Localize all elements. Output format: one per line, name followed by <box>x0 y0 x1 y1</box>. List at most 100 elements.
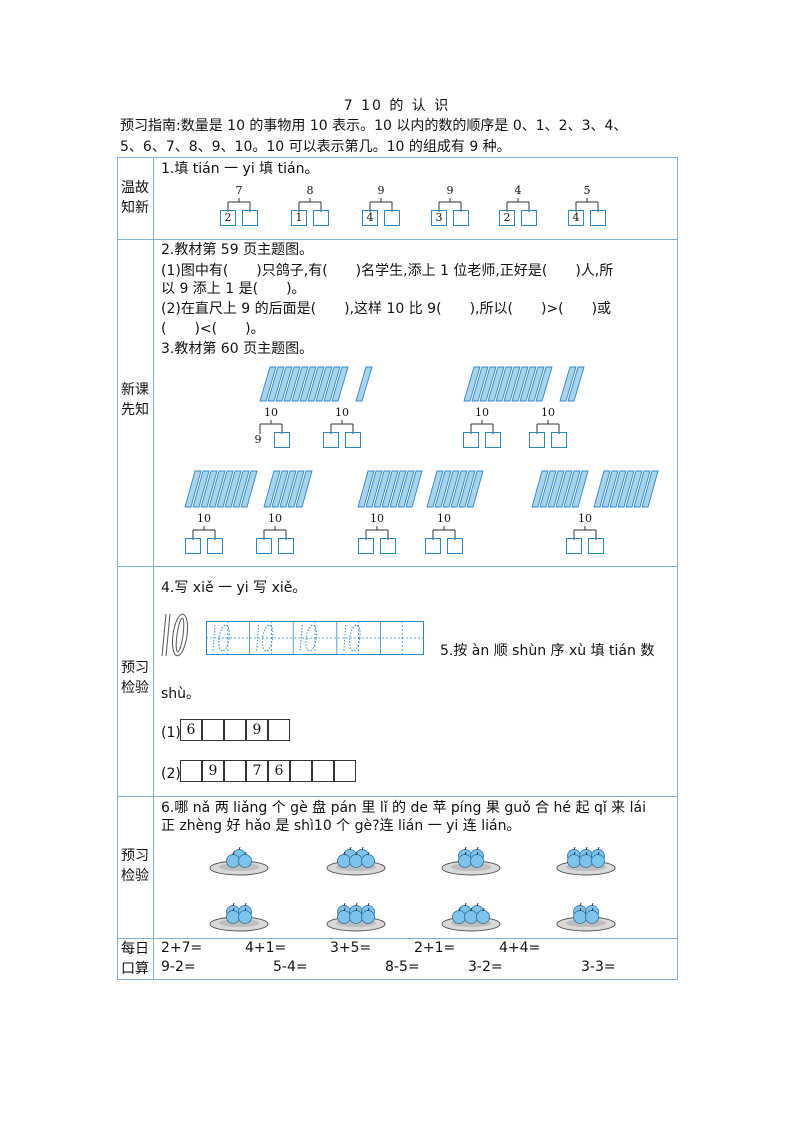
seq2-cell-5: 6 <box>268 760 290 782</box>
q1-heading: 1.填 tián 一 yi 填 tián。 <box>161 161 319 177</box>
seq1-cell-5[interactable] <box>268 719 290 741</box>
q3-g2-a-connector <box>470 420 494 434</box>
q3-g3-a-part-right[interactable] <box>207 538 223 554</box>
mental-row1-item-3: 3+5= <box>330 940 372 956</box>
seq2-cell-1[interactable] <box>180 760 202 782</box>
seq2-cell-3[interactable] <box>224 760 246 782</box>
q2-line-1: (1)图中有()只鸽子,有()名学生,添上 1 位老师,正好是()人,所 <box>161 263 614 279</box>
q3-g2-a-part-right[interactable] <box>485 432 501 448</box>
q1-item-5-part-right[interactable] <box>521 210 537 226</box>
row-label-check-1: 预习检验 <box>121 660 149 696</box>
seq1-cell-3[interactable] <box>224 719 246 741</box>
q5-heading-cont: shù。 <box>161 686 201 702</box>
q3-g4-b-part-right[interactable] <box>447 538 463 554</box>
q3-g5-a-connector <box>573 526 597 540</box>
sticks-group-5b <box>593 470 659 508</box>
guide-line-1: 预习指南:数量是 10 的事物用 10 表示。10 以内的数的顺序是 0、1、2… <box>120 118 628 134</box>
row-label-check-2: 预习检验 <box>121 848 149 884</box>
q1-item-5-whole: 4 <box>514 184 522 197</box>
q2-heading: 2.教材第 59 页主题图。 <box>161 242 314 258</box>
q2-line-4: ()<()。 <box>161 321 265 337</box>
q5-row2-label: (2) <box>161 766 181 782</box>
q2-line-2: 以 9 添上 1 是()。 <box>161 281 306 297</box>
plate-top-4[interactable] <box>555 842 617 876</box>
plate-bottom-3[interactable] <box>440 898 502 932</box>
q1-item-5-connector <box>506 198 530 212</box>
q3-g4-b-part-left[interactable] <box>425 538 441 554</box>
mental-row1-item-2: 4+1= <box>245 940 287 956</box>
q6-line-2: 正 zhèng 好 hǎo 是 shì10 个 gè?连 lián 一 yi 连… <box>161 818 521 834</box>
guide-line-2: 5、6、7、8、9、10。10 可以表示第几。10 的组成有 9 种。 <box>120 139 511 155</box>
seq2-cell-8[interactable] <box>334 760 356 782</box>
q1-item-3-connector <box>369 198 393 212</box>
q5-heading: 5.按 àn 顺 shùn 序 xù 填 tián 数 <box>440 643 655 659</box>
seq1-cell-2[interactable] <box>202 719 224 741</box>
q1-item-2-connector <box>298 198 322 212</box>
digit-10-model <box>160 612 190 658</box>
mental-row1-item-5: 4+4= <box>499 940 541 956</box>
q3-g5-a-whole: 10 <box>578 512 592 525</box>
q3-g5-a-part-right[interactable] <box>588 538 604 554</box>
q3-g3-b-part-left[interactable] <box>256 538 272 554</box>
q3-g5-a-part-left[interactable] <box>566 538 582 554</box>
q2-line-3: (2)在直尺上 9 的后面是(),这样 10 比 9(),所以()>()或 <box>161 301 612 317</box>
q3-g2-b-part-left[interactable] <box>529 432 545 448</box>
q3-g4-a-part-right[interactable] <box>380 538 396 554</box>
q3-g3-a-whole: 10 <box>197 512 211 525</box>
q1-item-1-whole: 7 <box>235 184 243 197</box>
sticks-group-2b <box>559 366 585 402</box>
mental-row2-item-5: 3-3= <box>581 959 616 975</box>
plate-bottom-1[interactable] <box>208 898 270 932</box>
plate-bottom-2[interactable] <box>325 898 387 932</box>
q3-g2-a-part-left[interactable] <box>463 432 479 448</box>
plate-bottom-4[interactable] <box>555 898 617 932</box>
sticks-group-1b <box>355 366 373 402</box>
seq2-cell-6[interactable] <box>290 760 312 782</box>
sticks-group-3a <box>184 470 258 508</box>
sticks-group-1a <box>259 366 349 402</box>
plate-top-2[interactable] <box>325 842 387 876</box>
mental-row2-item-4: 3-2= <box>468 959 503 975</box>
q3-g3-b-part-right[interactable] <box>278 538 294 554</box>
mental-row1-item-1: 2+7= <box>161 940 203 956</box>
q3-g1-a-part-right[interactable] <box>274 432 290 448</box>
q3-g4-a-connector <box>365 526 389 540</box>
sticks-group-3b <box>263 470 313 508</box>
q4-heading: 4.写 xiě 一 yi 写 xiě。 <box>161 580 307 596</box>
q1-item-3-whole: 9 <box>377 184 385 197</box>
mental-row2-item-2: 5-4= <box>273 959 308 975</box>
q3-g4-a-part-left[interactable] <box>358 538 374 554</box>
sticks-group-4b <box>426 470 484 508</box>
q1-item-2-part-right[interactable] <box>313 210 329 226</box>
q1-item-6-part-left: 4 <box>568 210 584 226</box>
q3-g3-b-whole: 10 <box>268 512 282 525</box>
sticks-group-4a <box>357 470 423 508</box>
seq2-cell-7[interactable] <box>312 760 334 782</box>
q1-item-1-connector <box>227 198 251 212</box>
q1-item-6-part-right[interactable] <box>590 210 606 226</box>
plate-top-1[interactable] <box>208 842 270 876</box>
q3-g2-b-connector <box>536 420 560 434</box>
q1-item-2-whole: 8 <box>306 184 314 197</box>
seq2-cell-4: 7 <box>246 760 268 782</box>
q3-g2-b-part-right[interactable] <box>551 432 567 448</box>
plate-top-3[interactable] <box>440 842 502 876</box>
q3-g1-b-connector <box>330 420 354 434</box>
q1-item-4-whole: 9 <box>446 184 454 197</box>
q3-g1-b-part-right[interactable] <box>345 432 361 448</box>
q3-g2-b-whole: 10 <box>541 406 555 419</box>
q3-g4-b-whole: 10 <box>437 512 451 525</box>
mental-row2-item-3: 8-5= <box>385 959 420 975</box>
mental-row1-item-4: 2+1= <box>414 940 456 956</box>
q3-g1-b-part-left[interactable] <box>323 432 339 448</box>
q1-item-4-part-right[interactable] <box>453 210 469 226</box>
handwriting-grid[interactable] <box>206 621 424 655</box>
sticks-group-2a <box>463 366 553 402</box>
q1-item-1-part-right[interactable] <box>242 210 258 226</box>
q1-item-3-part-right[interactable] <box>384 210 400 226</box>
q3-g3-a-part-left[interactable] <box>185 538 201 554</box>
q1-item-4-part-left: 3 <box>431 210 447 226</box>
q3-g3-b-connector <box>263 526 287 540</box>
q1-item-6-whole: 5 <box>583 184 591 197</box>
q1-item-2-part-left: 1 <box>291 210 307 226</box>
